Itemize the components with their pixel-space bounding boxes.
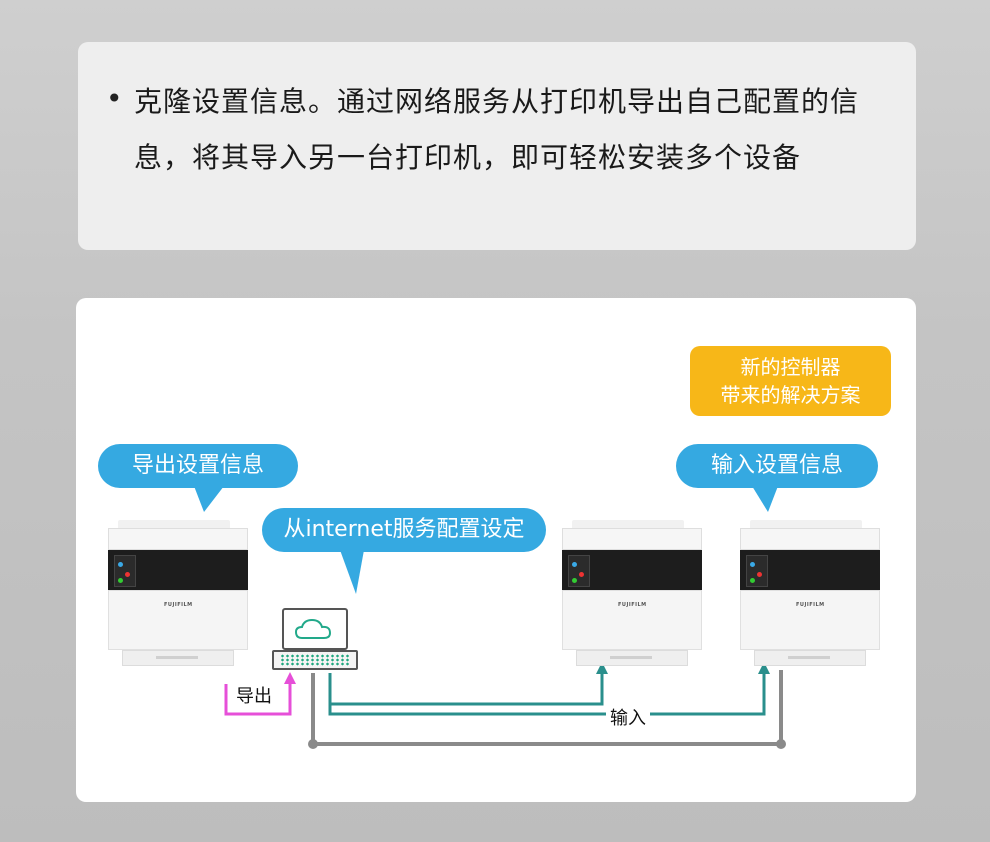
label-import: 输入	[606, 708, 650, 730]
bullet-dot: •	[106, 82, 123, 115]
laptop-keys	[280, 654, 350, 666]
network-bus	[311, 670, 783, 746]
description-panel: • 克隆设置信息。通过网络服务从打印机导出自己配置的信息，将其导入另一台打印机，…	[78, 42, 916, 250]
laptop-icon	[282, 608, 348, 650]
printer-brand: FUJIFILM	[796, 602, 825, 608]
export-line	[224, 682, 292, 716]
bubble-internet-tail	[340, 550, 364, 594]
bubble-internet-config: 从internet服务配置设定	[262, 508, 546, 552]
bubble-export-tail	[194, 486, 224, 512]
connection-lines	[224, 662, 786, 749]
printer-brand: FUJIFILM	[164, 602, 193, 608]
printer-icon: FUJIFILM	[740, 520, 880, 666]
printer-icon: FUJIFILM	[108, 520, 248, 666]
diagram-panel: 新的控制器 带来的解决方案 导出设置信息 从internet服务配置设定 输入设…	[76, 298, 916, 802]
solution-note: 新的控制器 带来的解决方案	[690, 346, 891, 416]
note-line-1: 新的控制器	[740, 355, 841, 379]
bubble-import-settings: 输入设置信息	[676, 444, 878, 488]
bubble-export-settings: 导出设置信息	[98, 444, 298, 488]
bubble-import-tail	[752, 486, 778, 512]
import-lines	[328, 670, 766, 716]
note-line-2: 带来的解决方案	[720, 383, 861, 407]
printer-icon: FUJIFILM	[562, 520, 702, 666]
cloud-icon	[294, 618, 332, 639]
label-export: 导出	[232, 686, 276, 708]
description-text: 克隆设置信息。通过网络服务从打印机导出自己配置的信息，将其导入另一台打印机，即可…	[134, 85, 860, 174]
printer-brand: FUJIFILM	[618, 602, 647, 608]
